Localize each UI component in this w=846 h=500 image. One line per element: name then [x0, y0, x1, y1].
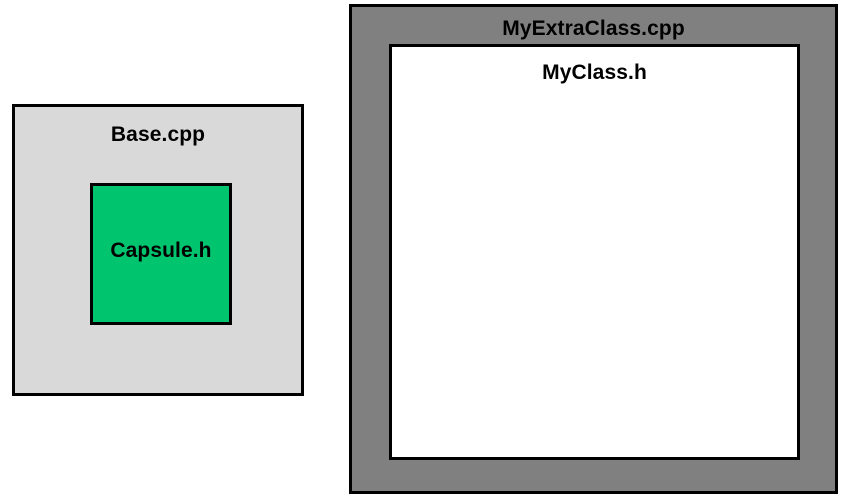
node-myextraclass-cpp[interactable]: MyExtraClass.cpp MyClass.h: [349, 4, 838, 494]
node-capsule-h[interactable]: Capsule.h: [90, 183, 232, 325]
node-label-capsule-h: Capsule.h: [110, 239, 212, 262]
node-label-base-cpp: Base.cpp: [110, 123, 206, 146]
node-label-myclass-h: MyClass.h: [542, 61, 647, 84]
node-base-cpp[interactable]: Base.cpp Capsule.h: [12, 104, 304, 396]
node-label-myextraclass-cpp: MyExtraClass.cpp: [502, 17, 685, 40]
node-myclass-h[interactable]: MyClass.h: [389, 44, 800, 460]
